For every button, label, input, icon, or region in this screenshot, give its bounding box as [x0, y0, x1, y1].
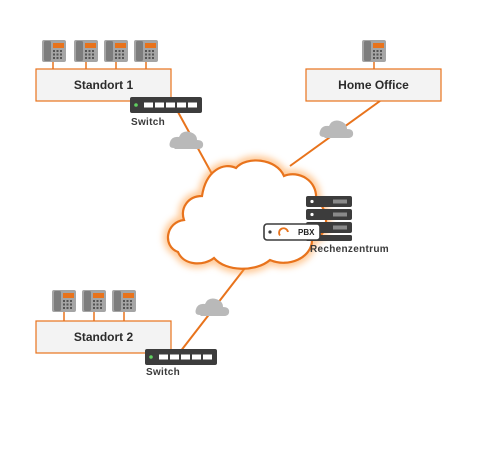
standort1-box: Standort 1 — [35, 68, 172, 102]
desk-phone-icon — [104, 40, 128, 62]
pbx-label: PBX — [298, 228, 315, 237]
standort2-label: Standort 2 — [74, 330, 134, 344]
desk-phone-icon — [42, 40, 66, 62]
home-office-box: Home Office — [305, 68, 442, 102]
cloud-icon — [195, 298, 230, 316]
switch1-label: Switch — [131, 117, 165, 128]
internet-cloud — [163, 155, 331, 274]
desk-phone-icon — [134, 40, 158, 62]
desk-phone-icon — [52, 290, 76, 312]
desk-phone-icon — [112, 290, 136, 312]
desk-phone-icon — [362, 40, 386, 62]
desk-phone-icon — [82, 290, 106, 312]
desk-phone-icon — [74, 40, 98, 62]
datacenter-label: Rechenzentrum — [310, 244, 389, 255]
standort1-label: Standort 1 — [74, 78, 134, 92]
standort1-phones — [42, 40, 158, 69]
switch2-label: Switch — [146, 367, 180, 378]
standort2-phones — [52, 290, 136, 321]
switch-icon — [145, 349, 217, 365]
standort2-box: Standort 2 — [35, 320, 172, 354]
pbx-icon: PBX — [263, 223, 321, 241]
home-office-label: Home Office — [338, 78, 409, 92]
switch-icon — [130, 97, 202, 113]
cloud-icon — [169, 131, 204, 149]
